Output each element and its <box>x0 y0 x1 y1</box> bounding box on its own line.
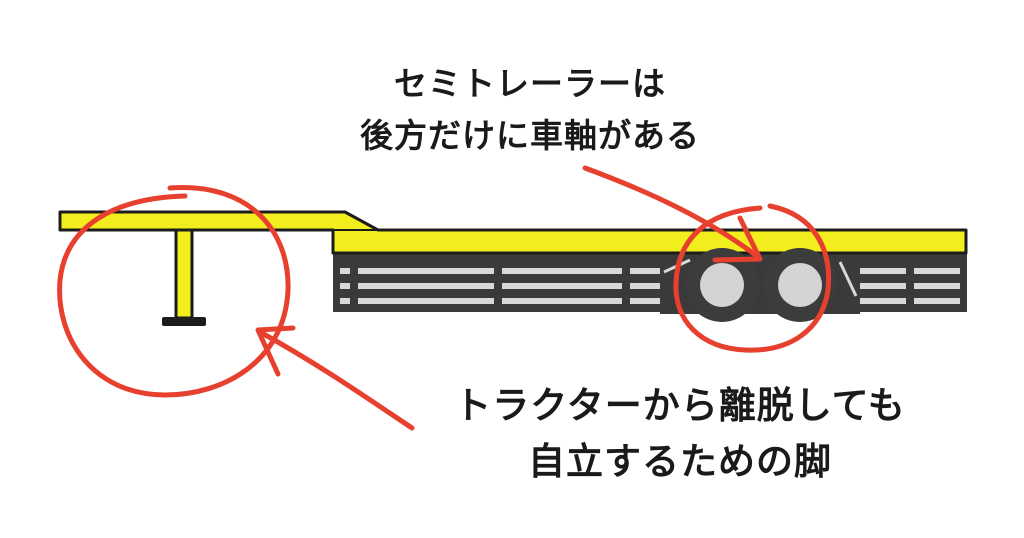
wheel-front-hub <box>700 263 744 307</box>
chassis-divider-3 <box>622 264 630 308</box>
landing-leg-foot <box>162 317 206 326</box>
wheel-rear-hub <box>778 263 822 307</box>
chassis-rail-middle <box>340 283 960 289</box>
axle-circle <box>673 203 832 353</box>
trailer-chassis <box>333 246 967 314</box>
axle-annotation: セミトレーラーは 後方だけに車軸がある <box>320 58 740 162</box>
axle-arrow-head <box>712 215 763 263</box>
leg-circle <box>57 185 291 398</box>
marker-axles <box>582 165 832 353</box>
leg-annotation: トラクターから離脱しても 自立するための脚 <box>410 378 950 490</box>
axle-annotation-line1: セミトレーラーは <box>394 64 666 103</box>
chassis-divider-2 <box>494 264 502 308</box>
marker-leg <box>57 185 415 431</box>
axle-arrow-line <box>582 165 761 260</box>
leg-annotation-line2: 自立するための脚 <box>528 440 832 483</box>
leg-arrow-head <box>255 325 296 377</box>
chassis-rail-top <box>340 268 960 274</box>
landing-leg <box>162 228 206 326</box>
chassis-divider-1 <box>350 264 358 308</box>
trailer-deck <box>58 210 968 255</box>
axle-annotation-line2: 後方だけに車軸がある <box>360 116 700 155</box>
mud-flap-strut <box>838 261 858 297</box>
leg-annotation-line1: トラクターから離脱しても <box>454 384 906 427</box>
chassis-rail-bottom <box>340 298 960 304</box>
chassis-divider-4 <box>906 264 914 308</box>
landing-leg-post <box>174 228 194 320</box>
rear-axles <box>685 248 837 322</box>
leg-arrow-line <box>257 329 415 431</box>
